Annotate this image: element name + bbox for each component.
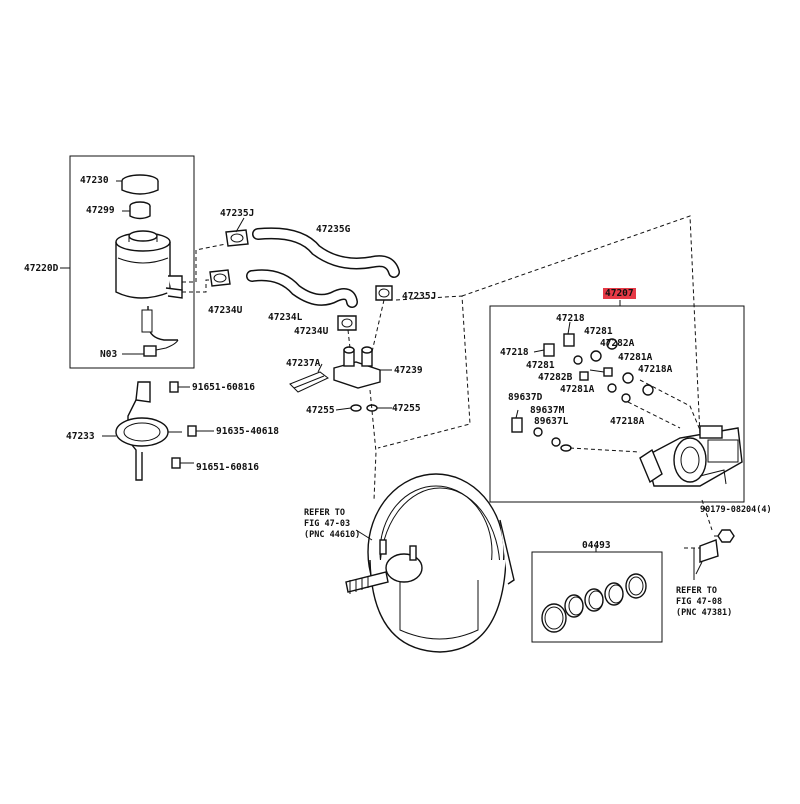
hose-47235G: [252, 227, 400, 278]
level-sensor: [141, 306, 179, 357]
kit-box: [531, 551, 663, 643]
label-47281-mid: 47281: [526, 360, 555, 371]
label-47281A: 47281A: [618, 352, 653, 363]
refer-line-3: (PNC 47381): [676, 608, 733, 618]
label-47233: 47233: [66, 431, 95, 442]
hose-47234L: [246, 269, 358, 308]
refer-line-3: (PNC 44610): [304, 530, 361, 540]
refer-to-booster: REFER TO FIG 47-03 (PNC 44610): [304, 508, 360, 541]
label-89637L: 89637L: [534, 416, 569, 427]
nut-90179: [701, 499, 735, 543]
label-47237A: 47237A: [286, 358, 321, 369]
clip-47237A: [289, 371, 329, 393]
clip-47234U-left: [209, 269, 231, 287]
label-47218A-right: 47218A: [638, 364, 673, 375]
label-04493: 04493: [582, 540, 611, 551]
brake-booster: [345, 473, 515, 653]
refer-line-2: FIG 47-03: [304, 519, 351, 529]
bolt-top: [169, 381, 190, 393]
refer-to-bracket: REFER TO FIG 47-08 (PNC 47381): [676, 586, 732, 619]
reservoir-filter: [129, 201, 151, 220]
seal-kit: [541, 573, 647, 633]
label-47281-top: 47281: [584, 326, 613, 337]
label-47235J-top: 47235J: [220, 208, 255, 219]
label-47220D: 47220D: [24, 263, 59, 274]
master-cylinder: [639, 425, 743, 487]
label-91651-top: 91651-60816: [192, 382, 255, 393]
reservoir-tank: [115, 230, 183, 299]
label-47255-left: 47255: [306, 405, 335, 416]
label-89637M: 89637M: [530, 405, 565, 416]
label-47234L: 47234L: [268, 312, 303, 323]
label-47230: 47230: [80, 175, 109, 186]
label-47239: 47239: [394, 365, 423, 376]
refer-line-2: FIG 47-08: [676, 597, 723, 607]
label-47299: 47299: [86, 205, 115, 216]
label-47218A-bottom: 47218A: [610, 416, 645, 427]
joint-47239: [333, 346, 381, 389]
washer-left: [350, 404, 362, 412]
bracket-47381: [695, 539, 719, 575]
refer-line-1: REFER TO: [676, 586, 717, 596]
label-N03: N03: [100, 349, 118, 360]
label-90179: 90179-08204(4): [700, 505, 772, 515]
bolt-mid: [187, 425, 214, 437]
clip-47235J-right: [375, 285, 393, 301]
label-47218-left: 47218: [500, 347, 529, 358]
master-small-parts: [511, 333, 654, 452]
label-47235G: 47235G: [316, 224, 351, 235]
label-91635: 91635-40618: [216, 426, 279, 437]
label-89637D: 89637D: [508, 392, 543, 403]
label-47281A-2: 47281A: [560, 384, 595, 395]
label-47282B: 47282B: [538, 372, 573, 383]
reservoir-cap: [121, 174, 159, 195]
label-47234U-mid: 47234U: [294, 326, 329, 337]
label-47235J-right: 47235J: [402, 291, 437, 302]
label-47234U-left: 47234U: [208, 305, 243, 316]
clip-47235J-top: [225, 229, 249, 247]
label-47207-highlighted: 47207: [603, 288, 636, 299]
bolt-bottom: [171, 457, 194, 469]
reservoir-group-box: [69, 155, 195, 369]
label-47218-top: 47218: [556, 313, 585, 324]
label-91651-bottom: 91651-60816: [196, 462, 259, 473]
clip-47234U-mid: [337, 315, 357, 331]
label-47255-right: 47255: [392, 403, 421, 414]
reservoir-bracket: [115, 381, 182, 481]
refer-line-1: REFER TO: [304, 508, 345, 518]
master-cylinder-box: [489, 305, 745, 503]
label-47282A: 47282A: [600, 338, 635, 349]
